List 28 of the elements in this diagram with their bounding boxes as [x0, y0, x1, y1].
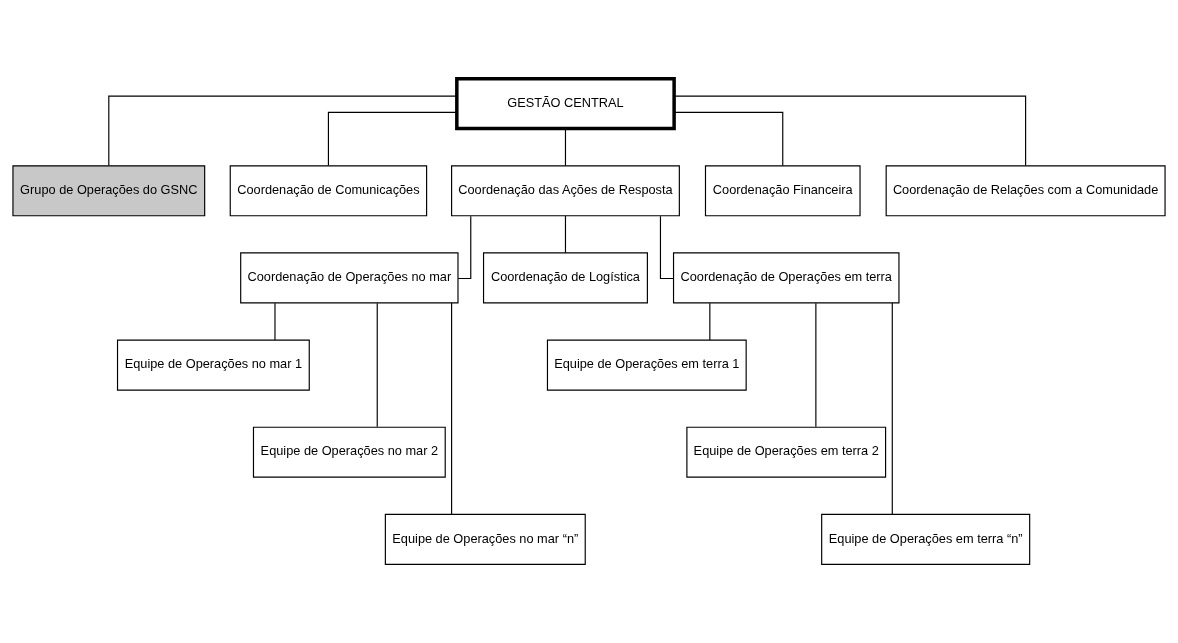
node-box: Coordenação de Relações com a Comunidade: [885, 165, 1166, 217]
connector: [709, 302, 711, 341]
node-box: GESTÃO CENTRAL: [455, 76, 676, 131]
node-box: Grupo de Operações do GSNC: [12, 165, 206, 217]
connector: [564, 128, 567, 167]
connector: [451, 302, 453, 515]
connector: [457, 215, 472, 280]
connector: [891, 302, 893, 515]
node-box: Equipe de Operações no mar 1: [116, 339, 310, 391]
node-box: Coordenação de Operações no mar: [240, 252, 459, 304]
connector: [274, 302, 276, 341]
connector: [376, 302, 378, 428]
node-box: Coordenação de Logística: [482, 252, 648, 304]
connector: [108, 95, 458, 166]
node-box: Coordenação das Ações de Resposta: [451, 165, 680, 217]
connector: [673, 95, 1027, 166]
node-box: Coordenação de Comunicações: [229, 165, 428, 217]
node-box: Equipe de Operações em terra 2: [686, 426, 887, 478]
node-box: Equipe de Operações em terra 1: [546, 339, 747, 391]
node-box: Equipe de Operações no mar “n”: [384, 513, 586, 565]
connector: [815, 302, 817, 428]
connector: [327, 111, 458, 167]
node-box: Equipe de Operações em terra “n”: [821, 513, 1031, 565]
connector: [564, 215, 567, 254]
connector: [673, 111, 784, 167]
node-box: Coordenação Financeira: [704, 165, 861, 217]
node-box: Equipe de Operações no mar 2: [252, 426, 446, 478]
node-box: Coordenação de Operações em terra: [672, 252, 900, 304]
